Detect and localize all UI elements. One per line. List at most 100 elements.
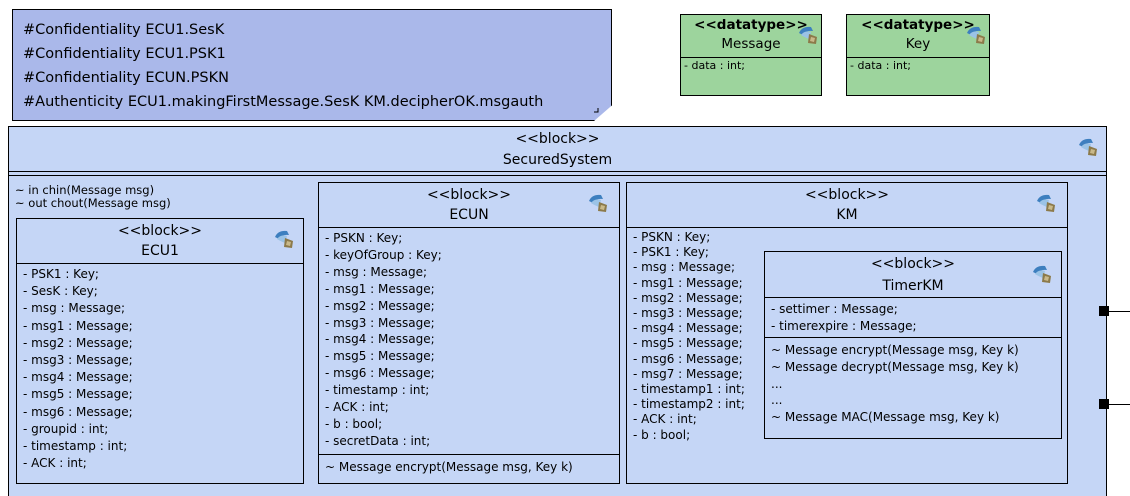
attribute: - msg : Message;: [23, 301, 126, 316]
divider: [681, 57, 821, 58]
attribute: - timestamp : int;: [325, 383, 430, 398]
attribute: - groupid : int;: [23, 421, 109, 436]
block-icon: [1077, 137, 1099, 157]
attribute: - keyOfGroup : Key;: [325, 247, 442, 262]
note-line: #Authenticity ECU1.makingFirstMessage.Se…: [23, 94, 544, 110]
attribute-list: - PSK1 : Key; - SesK : Key; - msg : Mess…: [23, 266, 133, 472]
method: ~ Message encrypt(Message msg, Key k): [771, 343, 1019, 357]
divider: [319, 454, 619, 455]
datatype-attribute: - data : int;: [684, 59, 745, 72]
datatype-name: Key: [905, 36, 931, 52]
divider: [765, 337, 1061, 338]
divider: [17, 263, 303, 264]
datatype-name: Message: [721, 36, 781, 52]
attribute: - secretData : int;: [325, 433, 431, 448]
port-connector: [1109, 404, 1130, 405]
block-stereotype: <<block>>: [804, 187, 890, 203]
note-line: #Confidentiality ECUN.PSKN: [23, 70, 229, 86]
port-square[interactable]: [1099, 306, 1109, 316]
method: ...: [771, 393, 783, 408]
note-line: #Confidentiality ECU1.PSK1: [23, 46, 226, 62]
attribute: - msg2 : Message;: [23, 335, 133, 350]
attribute: - msg2 : Message;: [633, 290, 743, 305]
method-list: ~ Message encrypt(Message msg, Key k): [325, 459, 573, 476]
attribute: - SesK : Key;: [23, 284, 98, 299]
block-icon: [1035, 193, 1057, 213]
block-name: KM: [836, 207, 858, 223]
attribute-list: - PSKN : Key; - keyOfGroup : Key; - msg …: [325, 230, 442, 450]
attribute: - msg5 : Message;: [325, 349, 435, 364]
method-list: ~ Message encrypt(Message msg, Key k) ~ …: [771, 342, 1019, 426]
divider: [627, 227, 1067, 228]
block-ecu1[interactable]: <<block>> ECU1 - PSK1 : Key; - SesK : Ke…: [16, 218, 304, 484]
block-stereotype: <<block>>: [117, 223, 203, 239]
block-icon: [273, 229, 295, 249]
attribute: - msg3 : Message;: [325, 315, 435, 330]
port-out: ~ out chout(Message msg): [15, 196, 171, 210]
method: ~ Message MAC(Message msg, Key k): [771, 410, 1000, 425]
attribute: - msg4 : Message;: [23, 370, 133, 385]
block-name: ECUN: [449, 207, 489, 223]
attribute: - PSKN : Key;: [325, 231, 403, 245]
attribute: - msg3 : Message;: [633, 306, 743, 321]
block-stereotype: <<block>>: [870, 256, 956, 272]
port-in: ~ in chin(Message msg): [15, 183, 155, 197]
attribute: - msg1 : Message;: [23, 318, 133, 333]
attribute: - msg5 : Message;: [633, 336, 743, 351]
datatype-attribute: - data : int;: [850, 59, 911, 72]
divider: [765, 297, 1061, 298]
attribute: - timestamp1 : int;: [633, 382, 745, 397]
method: ~ Message decrypt(Message msg, Key k): [771, 359, 1019, 374]
attribute: - msg6 : Message;: [633, 351, 743, 366]
method: ~ Message encrypt(Message msg, Key k): [325, 460, 573, 474]
block-ecun[interactable]: <<block>> ECUN - PSKN : Key; - keyOfGrou…: [318, 182, 620, 484]
attribute: - PSK1 : Key;: [23, 267, 99, 281]
attribute: - ACK : int;: [633, 412, 697, 427]
attribute: - msg4 : Message;: [325, 332, 435, 347]
attribute: - msg : Message;: [325, 264, 428, 279]
method: ...: [771, 376, 783, 391]
attribute: - ACK : int;: [23, 456, 87, 471]
port-list: ~ in chin(Message msg) ~ out chout(Messa…: [15, 184, 171, 210]
block-name: SecuredSystem: [502, 152, 613, 168]
block-stereotype: <<block>>: [426, 187, 512, 203]
attribute: - msg : Message;: [633, 260, 736, 275]
divider: [847, 57, 989, 58]
datatype-stereotype: <<datatype>>: [861, 17, 975, 33]
attribute: - b : bool;: [633, 427, 691, 442]
port-connector: [1109, 311, 1130, 312]
attribute: - msg4 : Message;: [633, 321, 743, 336]
attribute: - b : bool;: [325, 416, 383, 431]
datatype-key[interactable]: <<datatype>> Key - data : int;: [846, 14, 990, 96]
attribute: - msg1 : Message;: [633, 275, 743, 290]
attribute: - msg6 : Message;: [23, 404, 133, 419]
attribute: - timerexpire : Message;: [771, 319, 917, 334]
divider: [319, 227, 619, 228]
attribute: - msg1 : Message;: [325, 281, 435, 296]
block-icon: [797, 25, 819, 45]
block-icon: [1031, 264, 1053, 284]
datatype-message[interactable]: <<datatype>> Message - data : int;: [680, 14, 822, 96]
attribute: - timestamp : int;: [23, 439, 128, 454]
block-name: TimerKM: [882, 278, 944, 294]
port-square[interactable]: [1099, 399, 1109, 409]
note-line: #Confidentiality ECU1.SesK: [23, 22, 225, 38]
block-icon: [965, 25, 987, 45]
block-icon: [587, 193, 609, 213]
datatype-stereotype: <<datatype>>: [694, 17, 808, 33]
attribute-list: - settimer : Message; - timerexpire : Me…: [771, 301, 917, 335]
attribute: - settimer : Message;: [771, 302, 898, 316]
attribute: - msg3 : Message;: [23, 353, 133, 368]
attribute: - msg5 : Message;: [23, 387, 133, 402]
attribute: - msg2 : Message;: [325, 298, 435, 313]
attribute-list: - PSKN : Key; - PSK1 : Key; - msg : Mess…: [633, 230, 745, 443]
attribute: - timestamp2 : int;: [633, 397, 745, 412]
attribute: - msg6 : Message;: [325, 366, 435, 381]
attribute: - PSK1 : Key;: [633, 245, 709, 260]
security-note[interactable]: #Confidentiality ECU1.SesK #Confidential…: [12, 9, 612, 121]
block-timerkm[interactable]: <<block>> TimerKM - settimer : Message; …: [764, 251, 1062, 439]
divider: [9, 171, 1106, 172]
divider: [9, 175, 1106, 176]
attribute: - PSKN : Key;: [633, 230, 711, 244]
block-stereotype: <<block>>: [515, 131, 600, 147]
